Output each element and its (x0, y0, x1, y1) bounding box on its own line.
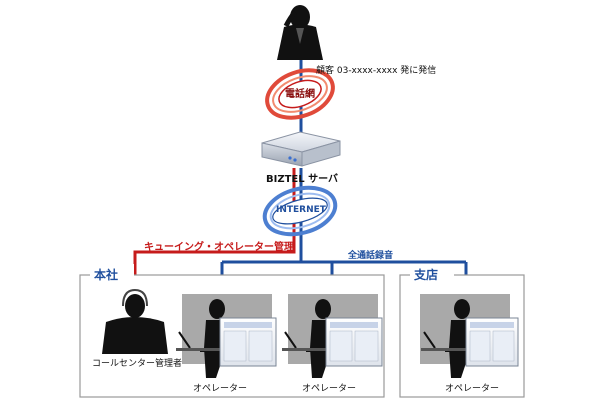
phone-network-label: 電話網 (285, 89, 315, 100)
server-label: BIZTEL サーバ (266, 174, 338, 185)
branch-title: 支店 (414, 268, 439, 282)
internet-icon (262, 185, 338, 237)
queue-label: キューイング・オペレーター管理 (144, 242, 294, 253)
operator-label: オペレーター (302, 384, 357, 394)
manager-label: コールセンター管理者 (92, 359, 183, 369)
server-icon (261, 131, 341, 167)
caller-icon (277, 5, 323, 60)
monitor-icon (219, 317, 277, 367)
internet-label: INTERNET (276, 205, 326, 215)
operator-label: オペレーター (445, 384, 500, 394)
recording-label: 全通話録音 (348, 251, 394, 261)
phone-network-icon (265, 68, 335, 120)
headset-manager-icon (102, 288, 168, 354)
monitor-icon (465, 317, 519, 367)
caller-note: 顧客 03-xxxx-xxxx 発に発信 (316, 66, 437, 76)
monitor-icon (325, 317, 383, 367)
operator-label: オペレーター (193, 384, 248, 394)
hq-title: 本社 (94, 268, 119, 282)
